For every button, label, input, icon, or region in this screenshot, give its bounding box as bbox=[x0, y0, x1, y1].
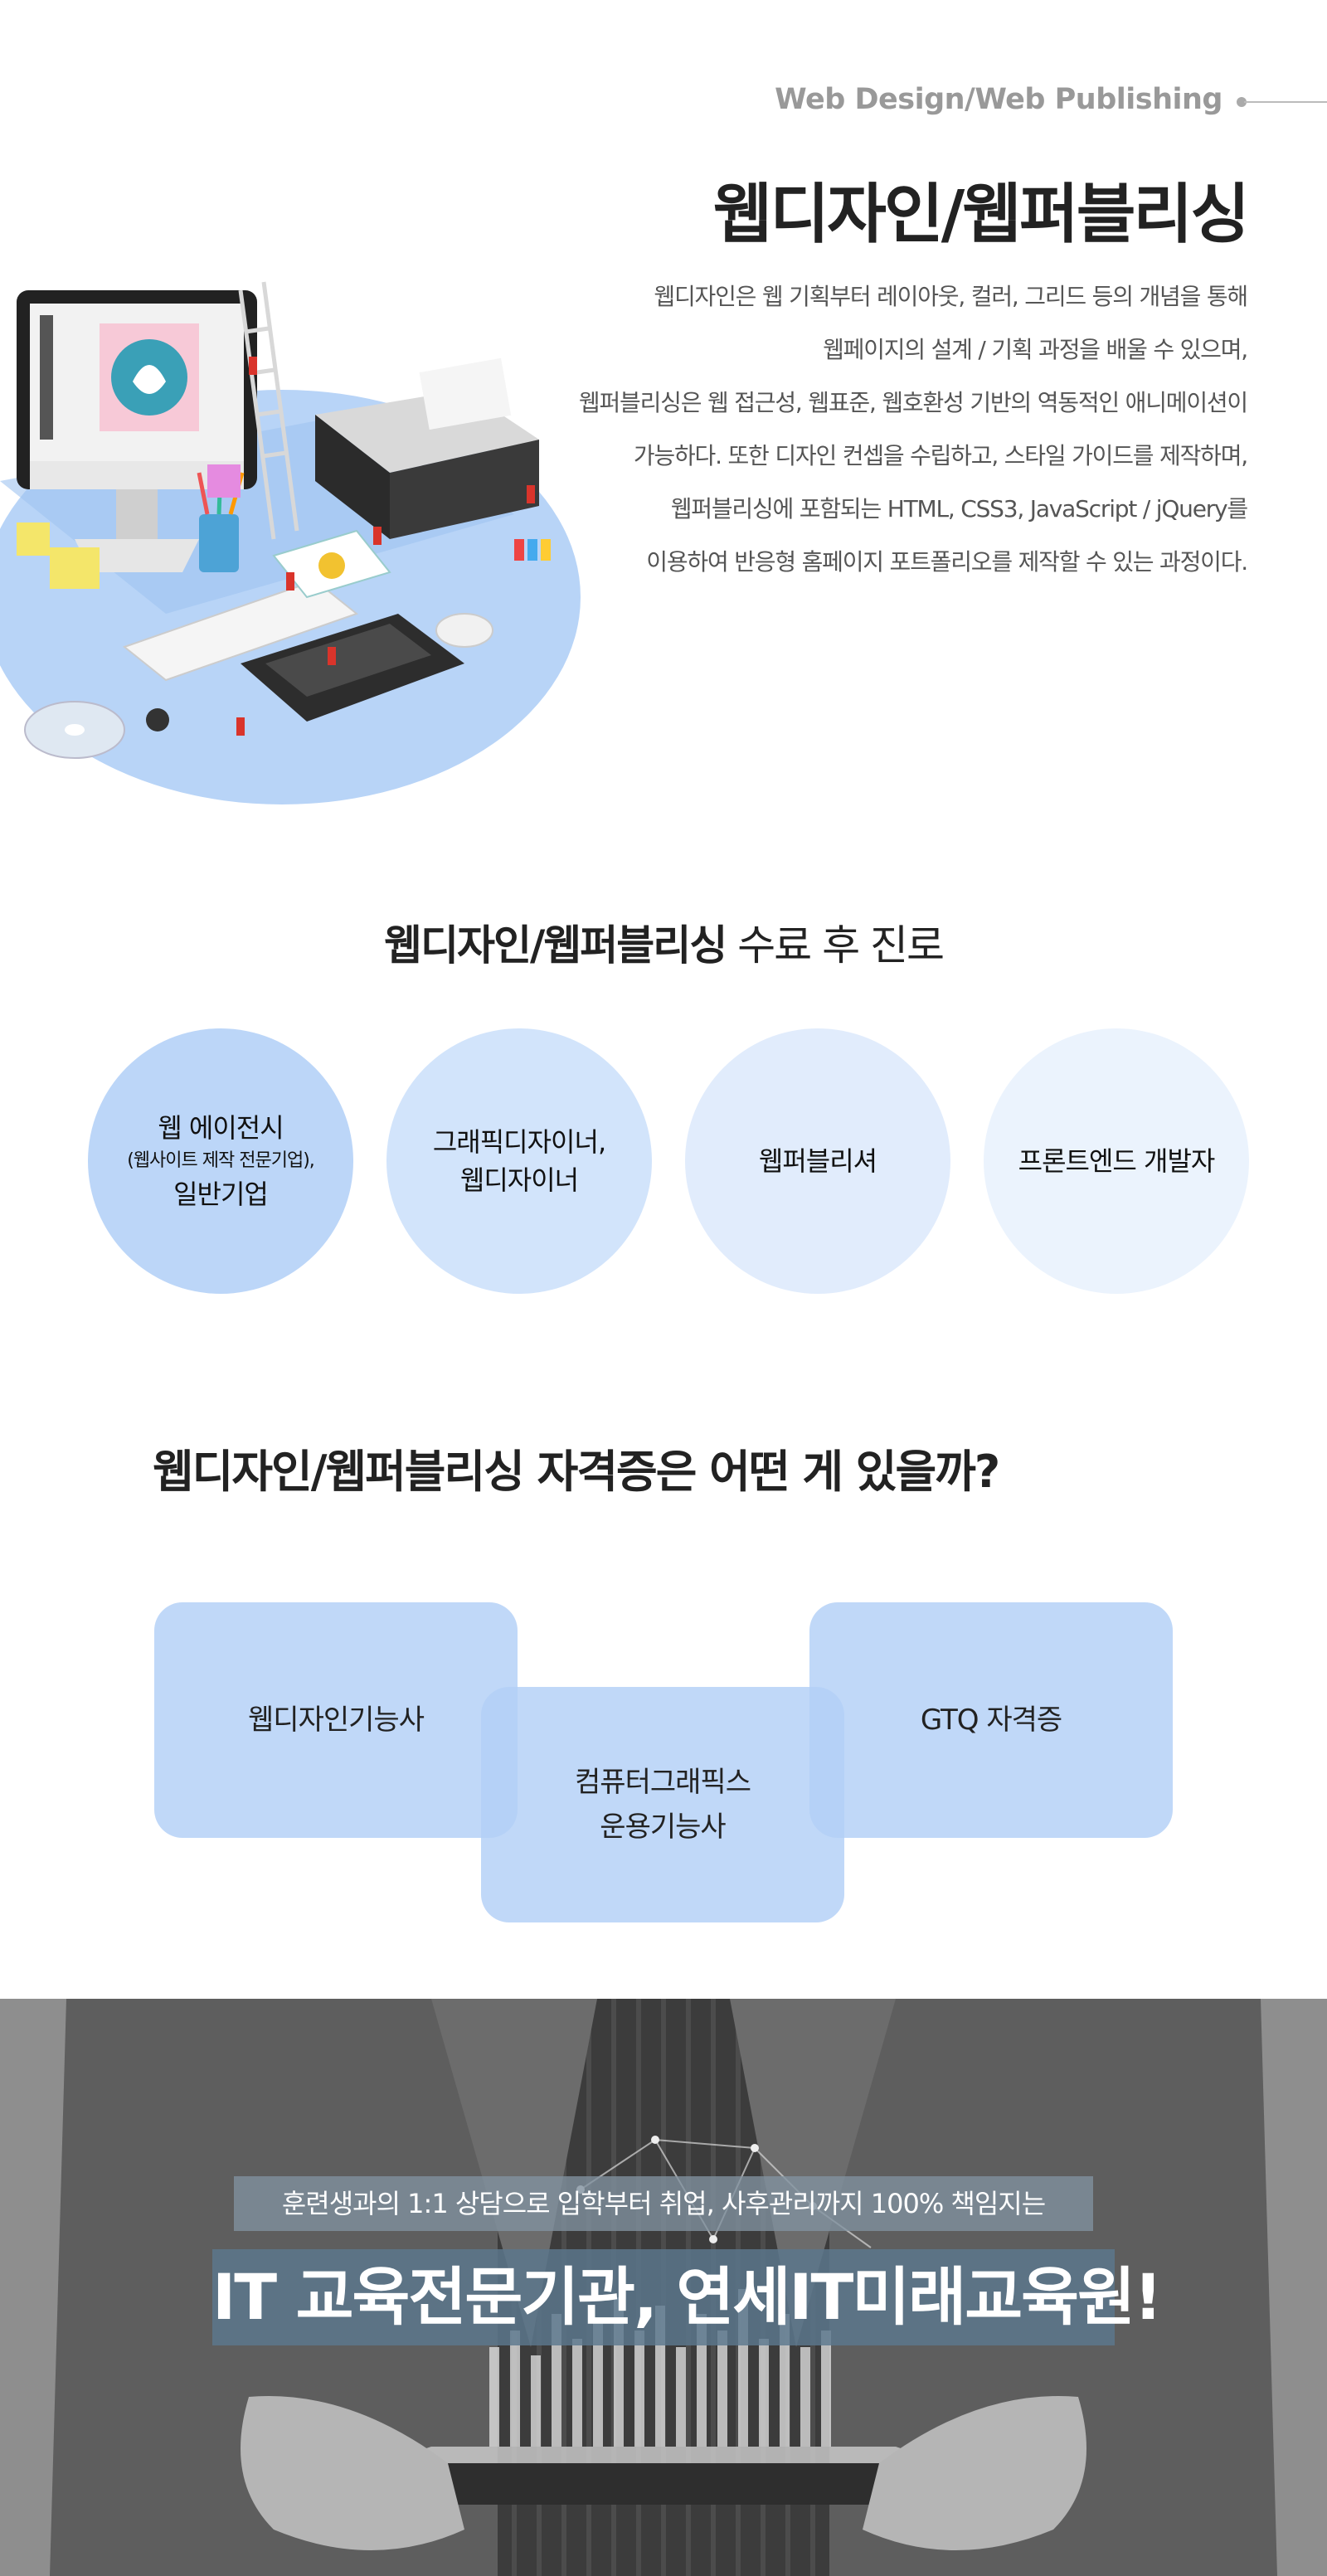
intro-section: Web Design/Web Publishing 웹디자인/웹퍼블리싱 bbox=[0, 0, 1327, 829]
careers-title-bold: 웹디자인/웹퍼블리싱 bbox=[384, 921, 727, 970]
career-label: 웹퍼블리셔 bbox=[758, 1145, 877, 1177]
cert-label: 컴퓨터그래픽스 bbox=[575, 1766, 751, 1799]
banner-subtitle: 훈련생과의 1:1 상담으로 입학부터 취업, 사후관리까지 100% 책임지는 bbox=[234, 2176, 1093, 2231]
web-design-illustration bbox=[0, 281, 581, 804]
certificates-title-bold: 웹디자인/웹퍼블리싱 자격증 bbox=[153, 1446, 658, 1498]
description-line: 웹퍼블리싱은 웹 접근성, 웹표준, 웹호환성 기반의 역동적인 애니메이션이 bbox=[578, 389, 1248, 416]
cert-computer-graphics-technician: 컴퓨터그래픽스 운용기능사 bbox=[481, 1687, 844, 1922]
careers-title: 웹디자인/웹퍼블리싱 수료 후 진로 bbox=[0, 912, 1327, 972]
career-label: 일반기업 bbox=[173, 1179, 269, 1210]
cert-label: GTQ 자격증 bbox=[920, 1704, 1062, 1737]
career-sublabel: (웹사이트 제작 전문기업), bbox=[127, 1150, 315, 1171]
eyebrow-dot bbox=[1237, 97, 1247, 107]
career-web-agency: 웹 에이전시 (웹사이트 제작 전문기업), 일반기업 bbox=[88, 1028, 353, 1294]
intro-description: 웹디자인은 웹 기획부터 레이아웃, 컬러, 그리드 등의 개념을 통해 웹페이… bbox=[418, 270, 1248, 589]
cert-web-design-technician: 웹디자인기능사 bbox=[154, 1602, 518, 1838]
cert-label: 웹디자인기능사 bbox=[248, 1704, 425, 1737]
cert-label: 운용기능사 bbox=[600, 1810, 726, 1844]
description-line: 웹퍼블리싱에 포함되는 HTML, CSS3, JavaScript / jQu… bbox=[670, 495, 1248, 522]
description-line: 이용하여 반응형 홈페이지 포트폴리오를 제작할 수 있는 과정이다. bbox=[646, 548, 1248, 576]
description-line: 가능하다. 또한 디자인 컨셉을 수립하고, 스타일 가이드를 제작하며, bbox=[633, 442, 1248, 469]
cert-gtq: GTQ 자격증 bbox=[809, 1602, 1173, 1838]
certificates-title-light: 은 어떤 게 있을까? bbox=[655, 1446, 1000, 1498]
eyebrow-line bbox=[1244, 101, 1327, 103]
certificates-title: 웹디자인/웹퍼블리싱 자격증은 어떤 게 있을까? bbox=[153, 1435, 1000, 1500]
career-label: 웹 에이전시 bbox=[158, 1112, 284, 1144]
eyebrow-text: Web Design/Web Publishing bbox=[775, 83, 1222, 116]
career-web-publisher: 웹퍼블리셔 bbox=[685, 1028, 950, 1294]
promo-banner: 훈련생과의 1:1 상담으로 입학부터 취업, 사후관리까지 100% 책임지는… bbox=[0, 1999, 1327, 2576]
career-graphic-designer: 그래픽디자이너, 웹디자이너 bbox=[386, 1028, 652, 1294]
career-label: 그래픽디자이너, bbox=[432, 1126, 606, 1158]
description-line: 웹페이지의 설계 / 기획 과정을 배울 수 있으며, bbox=[823, 336, 1248, 363]
page-title: 웹디자인/웹퍼블리싱 bbox=[712, 177, 1250, 252]
banner-headline: IT 교육전문기관, 연세IT미래교육원! bbox=[212, 2249, 1163, 2345]
description-line: 웹디자인은 웹 기획부터 레이아웃, 컬러, 그리드 등의 개념을 통해 bbox=[654, 283, 1248, 310]
career-frontend-developer: 프론트엔드 개발자 bbox=[984, 1028, 1249, 1294]
careers-title-light: 수료 후 진로 bbox=[726, 921, 945, 970]
career-label: 프론트엔드 개발자 bbox=[1018, 1145, 1216, 1177]
career-label: 웹디자이너 bbox=[459, 1164, 579, 1196]
